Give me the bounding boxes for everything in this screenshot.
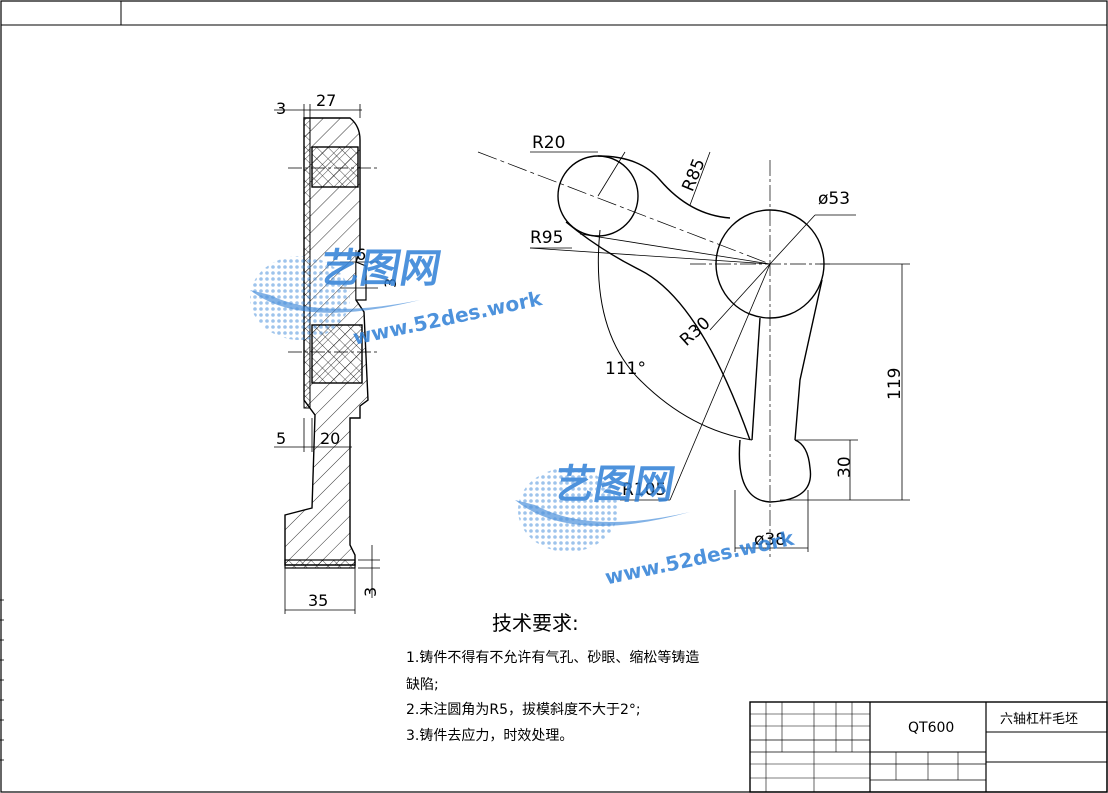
watermark-url-1: www.52des.work xyxy=(351,286,545,350)
front-view: R20 R85 ø53 R95 R30 111° R105 119 30 ø38 xyxy=(477,133,910,560)
watermark-top: 艺图网 www.52des.work xyxy=(250,245,545,350)
watermark-brand-2: 艺图网 xyxy=(550,461,678,508)
label-r105: R105 xyxy=(622,480,666,500)
label-30: 30 xyxy=(835,456,855,478)
notes-line-1b: 缺陷; xyxy=(406,677,439,693)
technical-requirements: 技术要求: 1.铸件不得有不允许有气孔、砂眼、缩松等铸造 缺陷; 2.未注圆角为… xyxy=(406,611,699,744)
label-r85: R85 xyxy=(678,156,709,195)
notes-title: 技术要求: xyxy=(492,611,579,635)
section-view: 3 27 6 3 5 20 35 3 xyxy=(274,91,400,614)
label-phi53: ø53 xyxy=(818,189,850,209)
title-block-part-name: 六轴杠杆毛坯 xyxy=(1000,711,1078,727)
dim-step-outer: 6 xyxy=(356,245,366,264)
dim-base-width: 20 xyxy=(320,429,340,448)
notes-line-3: 3.铸件去应力，时效处理。 xyxy=(406,727,573,744)
dim-base-thickness: 3 xyxy=(361,587,380,597)
title-block-material: QT600 xyxy=(908,720,954,736)
watermark-bottom: 艺图网 www.52des.work xyxy=(515,461,797,589)
watermark-brand-1: 艺图网 xyxy=(317,245,445,292)
notes-line-1a: 1.铸件不得有不允许有气孔、砂眼、缩松等铸造 xyxy=(406,649,699,666)
label-phi38: ø38 xyxy=(754,530,786,550)
dim-top-width: 27 xyxy=(316,91,336,110)
dim-step-inner: 3 xyxy=(381,278,400,288)
notes-line-2: 2.未注圆角为R5，拔模斜度不大于2°; xyxy=(406,702,641,718)
dim-base-left: 5 xyxy=(276,429,286,448)
label-119: 119 xyxy=(885,368,905,400)
title-block: QT600 六轴杠杆毛坯 xyxy=(749,701,1108,793)
watermark-url-2: www.52des.work xyxy=(603,526,797,590)
label-angle: 111° xyxy=(605,359,646,379)
dim-top-left: 3 xyxy=(276,99,286,118)
label-r20: R20 xyxy=(532,133,565,153)
dim-base-total: 35 xyxy=(308,591,328,610)
label-r95: R95 xyxy=(530,228,563,248)
